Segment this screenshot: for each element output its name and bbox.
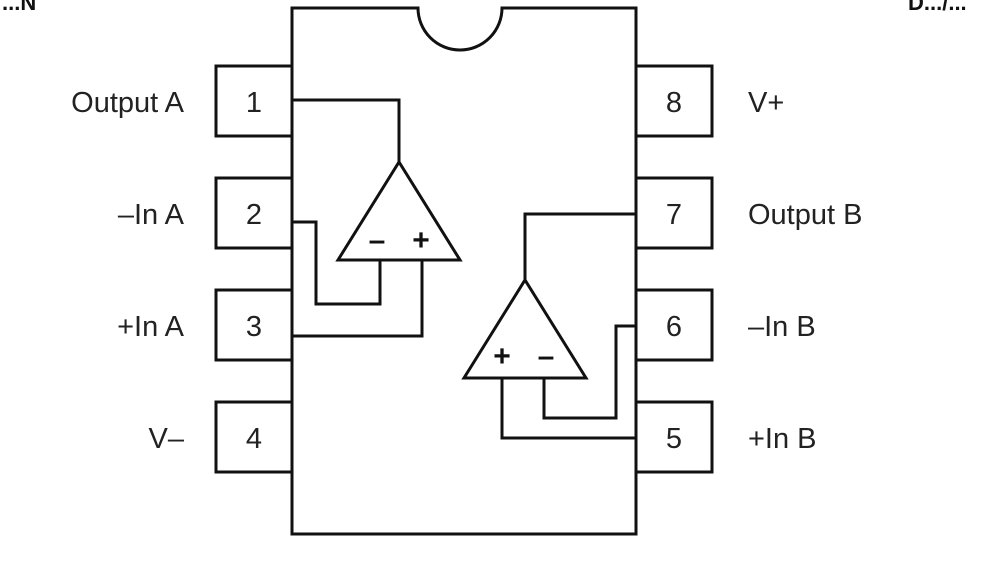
pin-label: V+ xyxy=(748,87,784,119)
corner-fragment-right: D.../... xyxy=(908,0,967,15)
pin-label: –In B xyxy=(748,311,816,343)
pin-number: 1 xyxy=(246,87,262,119)
pin-label: +In A xyxy=(117,311,185,343)
pin-label: +In B xyxy=(748,423,817,455)
corner-fragment-left: ...N xyxy=(2,0,36,15)
wire-inverting-a xyxy=(292,220,382,306)
pin-3: 3 +In A xyxy=(117,288,294,362)
pin-6: 6 –In B xyxy=(634,288,816,362)
wire-noninverting-b xyxy=(500,378,636,440)
opamp-a-noninverting-sign: + xyxy=(412,224,430,257)
wire-output-b xyxy=(523,212,636,280)
pin-7: 7 Output B xyxy=(634,176,862,250)
opamp-a-triangle xyxy=(335,159,463,262)
ic-package-outline xyxy=(290,6,638,536)
wire-output-a xyxy=(292,98,401,162)
opamp-b-triangle xyxy=(461,277,589,380)
pin-box xyxy=(214,400,294,474)
pin-number: 4 xyxy=(246,423,262,455)
pin-number: 8 xyxy=(666,87,682,119)
pin-number: 3 xyxy=(246,311,262,343)
opamp-b: + – xyxy=(461,277,589,380)
pin-label: V– xyxy=(149,423,185,455)
pin-2: 2 –In A xyxy=(118,176,294,250)
opamp-b-inverting-sign: – xyxy=(538,340,555,373)
wire-noninverting-a xyxy=(292,260,424,338)
pin-box xyxy=(634,64,714,138)
pin-box xyxy=(214,288,294,362)
pin-5: 5 +In B xyxy=(634,400,817,474)
pin-label: Output A xyxy=(71,87,185,119)
pin-1: 1 Output A xyxy=(71,64,294,138)
pin-4: 4 V– xyxy=(149,400,294,474)
pin-number: 5 xyxy=(666,423,682,455)
pin-label: –In A xyxy=(118,199,185,231)
opamp-b-noninverting-sign: + xyxy=(493,340,511,373)
pin-number: 6 xyxy=(666,311,682,343)
pin-label: Output B xyxy=(748,199,862,231)
pin-number: 7 xyxy=(666,199,682,231)
opamp-a: – + xyxy=(335,159,463,262)
pin-box xyxy=(214,176,294,250)
pin-number: 2 xyxy=(246,199,262,231)
opamp-a-inverting-sign: – xyxy=(369,224,386,257)
pin-8: 8 V+ xyxy=(634,64,784,138)
wire-inverting-b xyxy=(542,324,636,420)
